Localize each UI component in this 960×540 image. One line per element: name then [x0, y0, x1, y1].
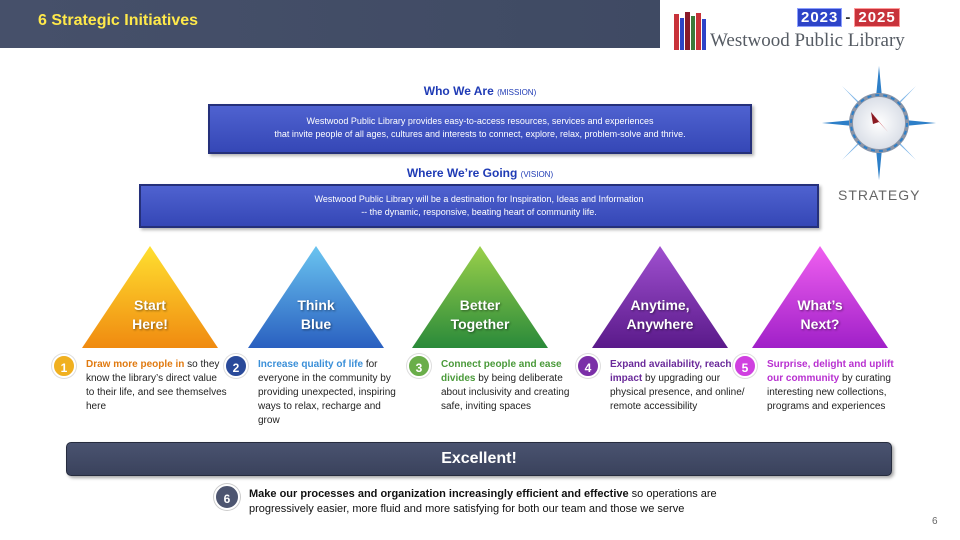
tri-5-line-2: Next? [800, 316, 840, 332]
tri-3-line-1: Better [459, 297, 501, 313]
initiative-6-rest: so operations are progressively easier, … [249, 488, 717, 515]
triangle-better-together: Better Together [410, 244, 550, 350]
tri-1-line-2: Here! [132, 316, 168, 332]
initiative-6-highlight: Make our processes and organization incr… [249, 488, 629, 500]
library-name: Westwood Public Library [710, 30, 905, 51]
triangle-label-5: What’s Next? [770, 296, 870, 334]
triangle-shape-2 [248, 246, 384, 348]
triangle-label-2: Think Blue [266, 296, 366, 334]
triangle-shape-5 [752, 246, 888, 348]
triangle-start-here: Start Here! [80, 244, 220, 350]
strategic-years: 2023-2025 [797, 8, 900, 27]
initiative-4-highlight: Expand availability, reach & impact [610, 359, 742, 384]
triangle-shape-3 [412, 246, 548, 348]
mission-statement: Westwood Public Library provides easy-to… [208, 104, 752, 154]
title-bar: 6 Strategic Initiatives [0, 0, 660, 48]
strategy-label: STRATEGY [838, 187, 921, 203]
tri-4-line-2: Anywhere [626, 316, 694, 332]
triangle-shape-1 [82, 246, 218, 348]
tri-4-line-1: Anytime, [630, 297, 690, 313]
initiative-number-2: 2 [224, 354, 248, 378]
vision-heading: Where We’re Going (VISION) [330, 166, 630, 180]
mission-line-2: that invite people of all ages, cultures… [274, 129, 686, 139]
triangle-label-3: Better Together [430, 296, 530, 334]
tri-3-line-2: Together [450, 316, 510, 332]
triangle-whats-next: What’s Next? [750, 244, 890, 350]
mission-heading: Who We Are (MISSION) [330, 84, 630, 98]
initiative-5-rest: by curating interesting new collections,… [767, 373, 891, 412]
initiative-number-1: 1 [52, 354, 76, 378]
initiative-2-rest: for everyone in the community by providi… [258, 359, 396, 426]
initiative-number-3: 3 [407, 354, 431, 378]
year-dash: - [845, 9, 852, 26]
initiative-text-4: Expand availability, reach & impact by u… [610, 358, 752, 414]
tri-2-line-2: Blue [300, 316, 332, 332]
vision-statement: Westwood Public Library will be a destin… [139, 184, 819, 228]
tri-5-line-1: What’s [797, 297, 843, 313]
mission-line-1: Westwood Public Library provides easy-to… [306, 116, 654, 126]
year-start: 2023 [797, 8, 843, 27]
initiative-number-5: 5 [733, 354, 757, 378]
initiative-text-1: Draw more people in so they know the lib… [86, 358, 228, 414]
vision-tag: (VISION) [520, 170, 554, 179]
library-logo: 2023-2025 Westwood Public Library [672, 6, 942, 54]
triangle-shape-4 [592, 246, 728, 348]
initiative-text-6: Make our processes and organization incr… [249, 487, 779, 517]
year-end: 2025 [854, 8, 900, 27]
initiative-5-highlight: Surprise, delight and uplift our communi… [767, 359, 894, 384]
compass-icon [822, 66, 936, 180]
initiative-text-5: Surprise, delight and uplift our communi… [767, 358, 909, 414]
triangle-label-1: Start Here! [100, 296, 200, 334]
triangle-think-blue: Think Blue [246, 244, 386, 350]
excellent-label: Excellent! [441, 450, 517, 467]
initiative-number-6: 6 [214, 484, 240, 510]
triangle-anytime-anywhere: Anytime, Anywhere [590, 244, 730, 350]
initiative-text-3: Connect people and ease divides by being… [441, 358, 583, 414]
tri-2-line-1: Think [297, 297, 335, 313]
initiative-3-rest: by being deliberate about inclusivity an… [441, 373, 570, 412]
vision-line-1: Westwood Public Library will be a destin… [314, 194, 644, 204]
initiative-1-rest: so they know the library’s direct value … [86, 359, 227, 412]
initiative-text-2: Increase quality of life for everyone in… [258, 358, 400, 428]
page-number: 6 [932, 516, 938, 527]
page-title: 6 Strategic Initiatives [38, 12, 199, 29]
tri-1-line-1: Start [134, 297, 166, 313]
initiative-2-highlight: Increase quality of life [258, 359, 364, 370]
excellent-banner: Excellent! [66, 442, 892, 476]
vision-line-2: -- the dynamic, responsive, beating hear… [361, 207, 597, 217]
vision-heading-text: Where We’re Going [406, 166, 518, 180]
books-icon [674, 12, 706, 50]
triangle-label-4: Anytime, Anywhere [610, 296, 710, 334]
initiative-number-4: 4 [576, 354, 600, 378]
initiative-1-highlight: Draw more people in [86, 359, 185, 370]
initiative-4-rest: by upgrading our physical presence, and … [610, 373, 745, 412]
mission-heading-text: Who We Are [423, 84, 494, 98]
mission-tag: (MISSION) [497, 88, 537, 97]
initiative-3-highlight: Connect people and ease divides [441, 359, 562, 384]
